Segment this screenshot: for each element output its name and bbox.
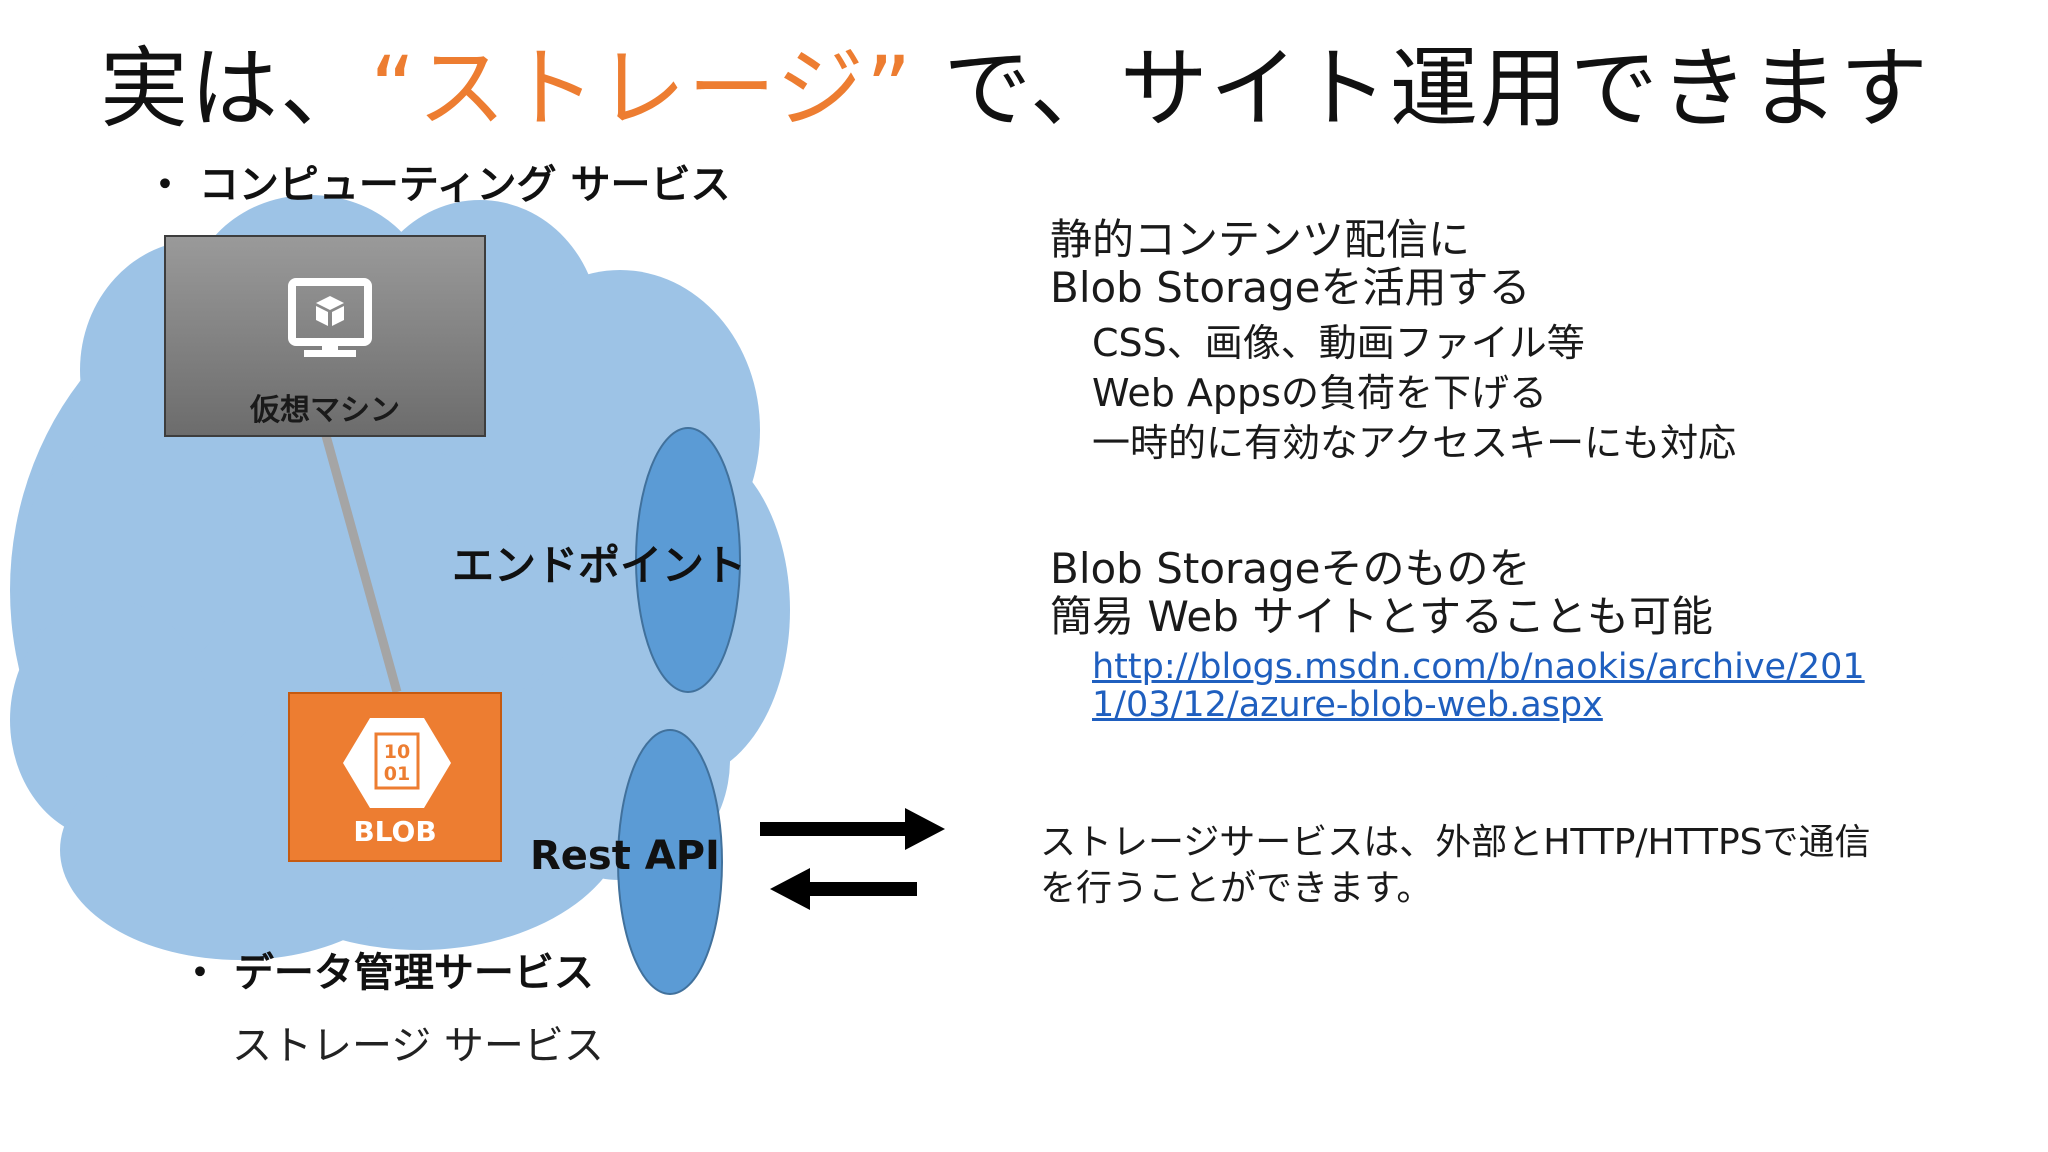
rest-api-ellipse <box>617 729 723 995</box>
slide-title: 実は、“ストレージ” で、サイト運用できます <box>100 18 1930 145</box>
blob-hexagon-icon: 10 01 <box>343 718 451 808</box>
title-accent: “ストレージ” <box>370 37 914 140</box>
http-note-line1: ストレージサービスは、外部とHTTP/HTTPSで通信 <box>1040 822 1871 863</box>
block1-list: CSS、画像、動画ファイル等 Web Appsの負荷を下げる 一時的に有効なアク… <box>1092 318 1736 468</box>
http-note: ストレージサービスは、外部とHTTP/HTTPSで通信 を行うことができます。 <box>1040 820 1871 912</box>
compute-services-bullet: ・ コンピューティング サービス <box>145 162 731 208</box>
block1-heading-line2: Blob Storageを活用する <box>1050 263 1531 312</box>
blob-label: BLOB <box>353 815 437 848</box>
block1-item: 一時的に有効なアクセスキーにも対応 <box>1092 421 1737 465</box>
title-prefix: 実は、 <box>100 37 371 140</box>
vm-box <box>164 235 486 437</box>
archive-link-line1[interactable]: http://blogs.msdn.com/b/naokis/archive/2… <box>1092 647 1865 687</box>
archive-link-line2[interactable]: 1/03/12/azure-blob-web.aspx <box>1092 685 1603 725</box>
endpoint-label: エンドポイント <box>452 541 747 590</box>
data-management-bullet: ・ データ管理サービス <box>180 950 594 996</box>
block2-heading-line1: Blob Storageそのものを <box>1050 544 1531 593</box>
vm-monitor-icon <box>288 278 372 357</box>
block2-heading-line2: 簡易 Web サイトとすることも可能 <box>1050 592 1714 641</box>
block1-item: CSS、画像、動画ファイル等 <box>1092 321 1585 365</box>
bidirectional-arrows-icon <box>760 808 945 910</box>
vm-label: 仮想マシン <box>250 393 400 428</box>
storage-service-item: ストレージ サービス <box>232 1023 604 1069</box>
block1-heading: 静的コンテンツ配信に Blob Storageを活用する <box>1050 216 1531 312</box>
vm-blob-connector <box>320 430 402 694</box>
http-note-line2: を行うことができます。 <box>1040 868 1433 909</box>
title-suffix: で、サイト運用できます <box>913 37 1930 140</box>
blob-icon-digits-bottom: 01 <box>384 763 410 785</box>
archive-link[interactable]: http://blogs.msdn.com/b/naokis/archive/2… <box>1092 648 1865 724</box>
block2-heading: Blob Storageそのものを 簡易 Web サイトとすることも可能 <box>1050 545 1713 641</box>
endpoint-ellipse <box>635 427 741 693</box>
block1-item: Web Appsの負荷を下げる <box>1092 371 1547 415</box>
blob-icon-digits-top: 10 <box>384 741 410 763</box>
rest-api-label: Rest API <box>530 833 720 879</box>
block1-heading-line1: 静的コンテンツ配信に <box>1050 215 1471 264</box>
